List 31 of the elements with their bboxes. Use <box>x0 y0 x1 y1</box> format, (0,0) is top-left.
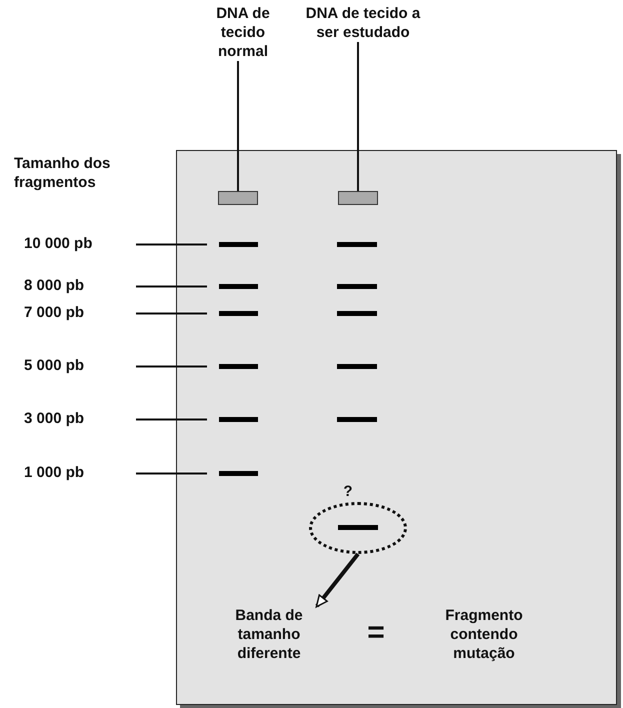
equals-sign: = <box>366 620 386 646</box>
text-label: 8 000 pb <box>24 276 124 296</box>
text-label: 5 000 pb <box>24 356 124 376</box>
text-label: Fragmento contendo mutação <box>429 606 539 666</box>
leader-line <box>357 42 359 191</box>
leader-line <box>136 366 207 368</box>
leader-line <box>136 244 207 246</box>
gel-band <box>219 242 258 247</box>
gel-well <box>338 191 378 205</box>
axis-title: Tamanho dos fragmentos <box>14 154 112 192</box>
gel-band <box>219 471 258 476</box>
gel-well <box>218 191 258 205</box>
gel-band <box>219 417 258 422</box>
text-label: 7 000 pb <box>24 303 124 323</box>
gel-band <box>219 311 258 316</box>
text-label: 3 000 pb <box>24 409 124 429</box>
gel-band <box>219 284 258 289</box>
leader-line <box>136 418 207 420</box>
leader-line <box>136 286 207 288</box>
leader-line <box>136 312 207 314</box>
text-label: 10 000 pb <box>24 234 124 254</box>
gel-band <box>219 364 258 369</box>
arrow <box>315 552 360 608</box>
text-label: 1 000 pb <box>24 463 124 483</box>
leader-line <box>136 472 207 474</box>
text-label: DNA de tecido a ser estudado <box>305 4 421 42</box>
dotted-ellipse <box>309 502 407 554</box>
text-label: Banda de tamanho diferente <box>209 606 329 666</box>
text-label: DNA de tecido normal <box>203 4 283 61</box>
leader-line <box>237 61 239 191</box>
question-mark: ? <box>342 482 354 501</box>
